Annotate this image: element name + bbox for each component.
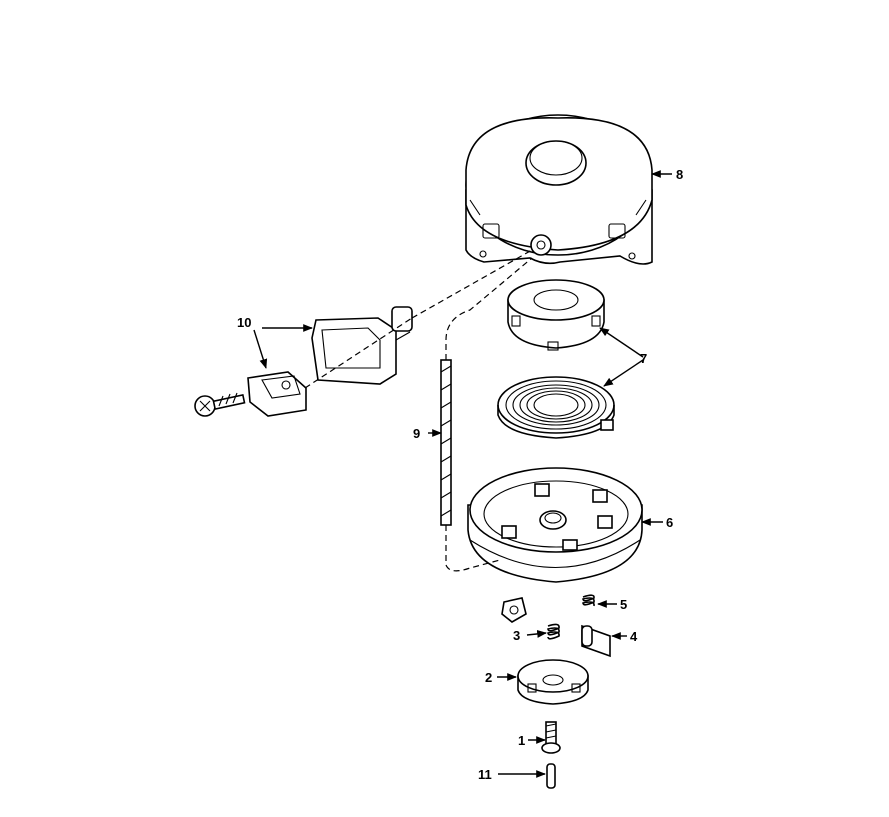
callout-6: 6 (666, 515, 673, 530)
callout-5: 5 (620, 597, 627, 612)
callout-10: 10 (237, 315, 251, 330)
pawl-part (581, 624, 611, 658)
retainer-cup-part (517, 659, 589, 705)
pulley-part (467, 467, 643, 583)
callout-2: 2 (485, 670, 492, 685)
housing-part (465, 114, 653, 265)
starter-rope-part (440, 257, 533, 572)
callout-3: 3 (513, 628, 520, 643)
callout-8: 8 (676, 167, 683, 182)
starter-handle-part (194, 249, 533, 417)
pin-part (546, 763, 556, 789)
callout-4: 4 (630, 629, 638, 644)
callout-11: 11 (478, 767, 492, 782)
center-screw-part (541, 721, 561, 754)
callout-arrows (253, 170, 672, 778)
callout-7: 7 (640, 351, 647, 366)
spring-cover-part (507, 279, 605, 351)
callout-9: 9 (413, 426, 420, 441)
brake-spring-part (501, 597, 560, 640)
small-spring-part (582, 594, 595, 607)
callout-1: 1 (518, 733, 525, 748)
rewind-spring-part (497, 376, 615, 439)
